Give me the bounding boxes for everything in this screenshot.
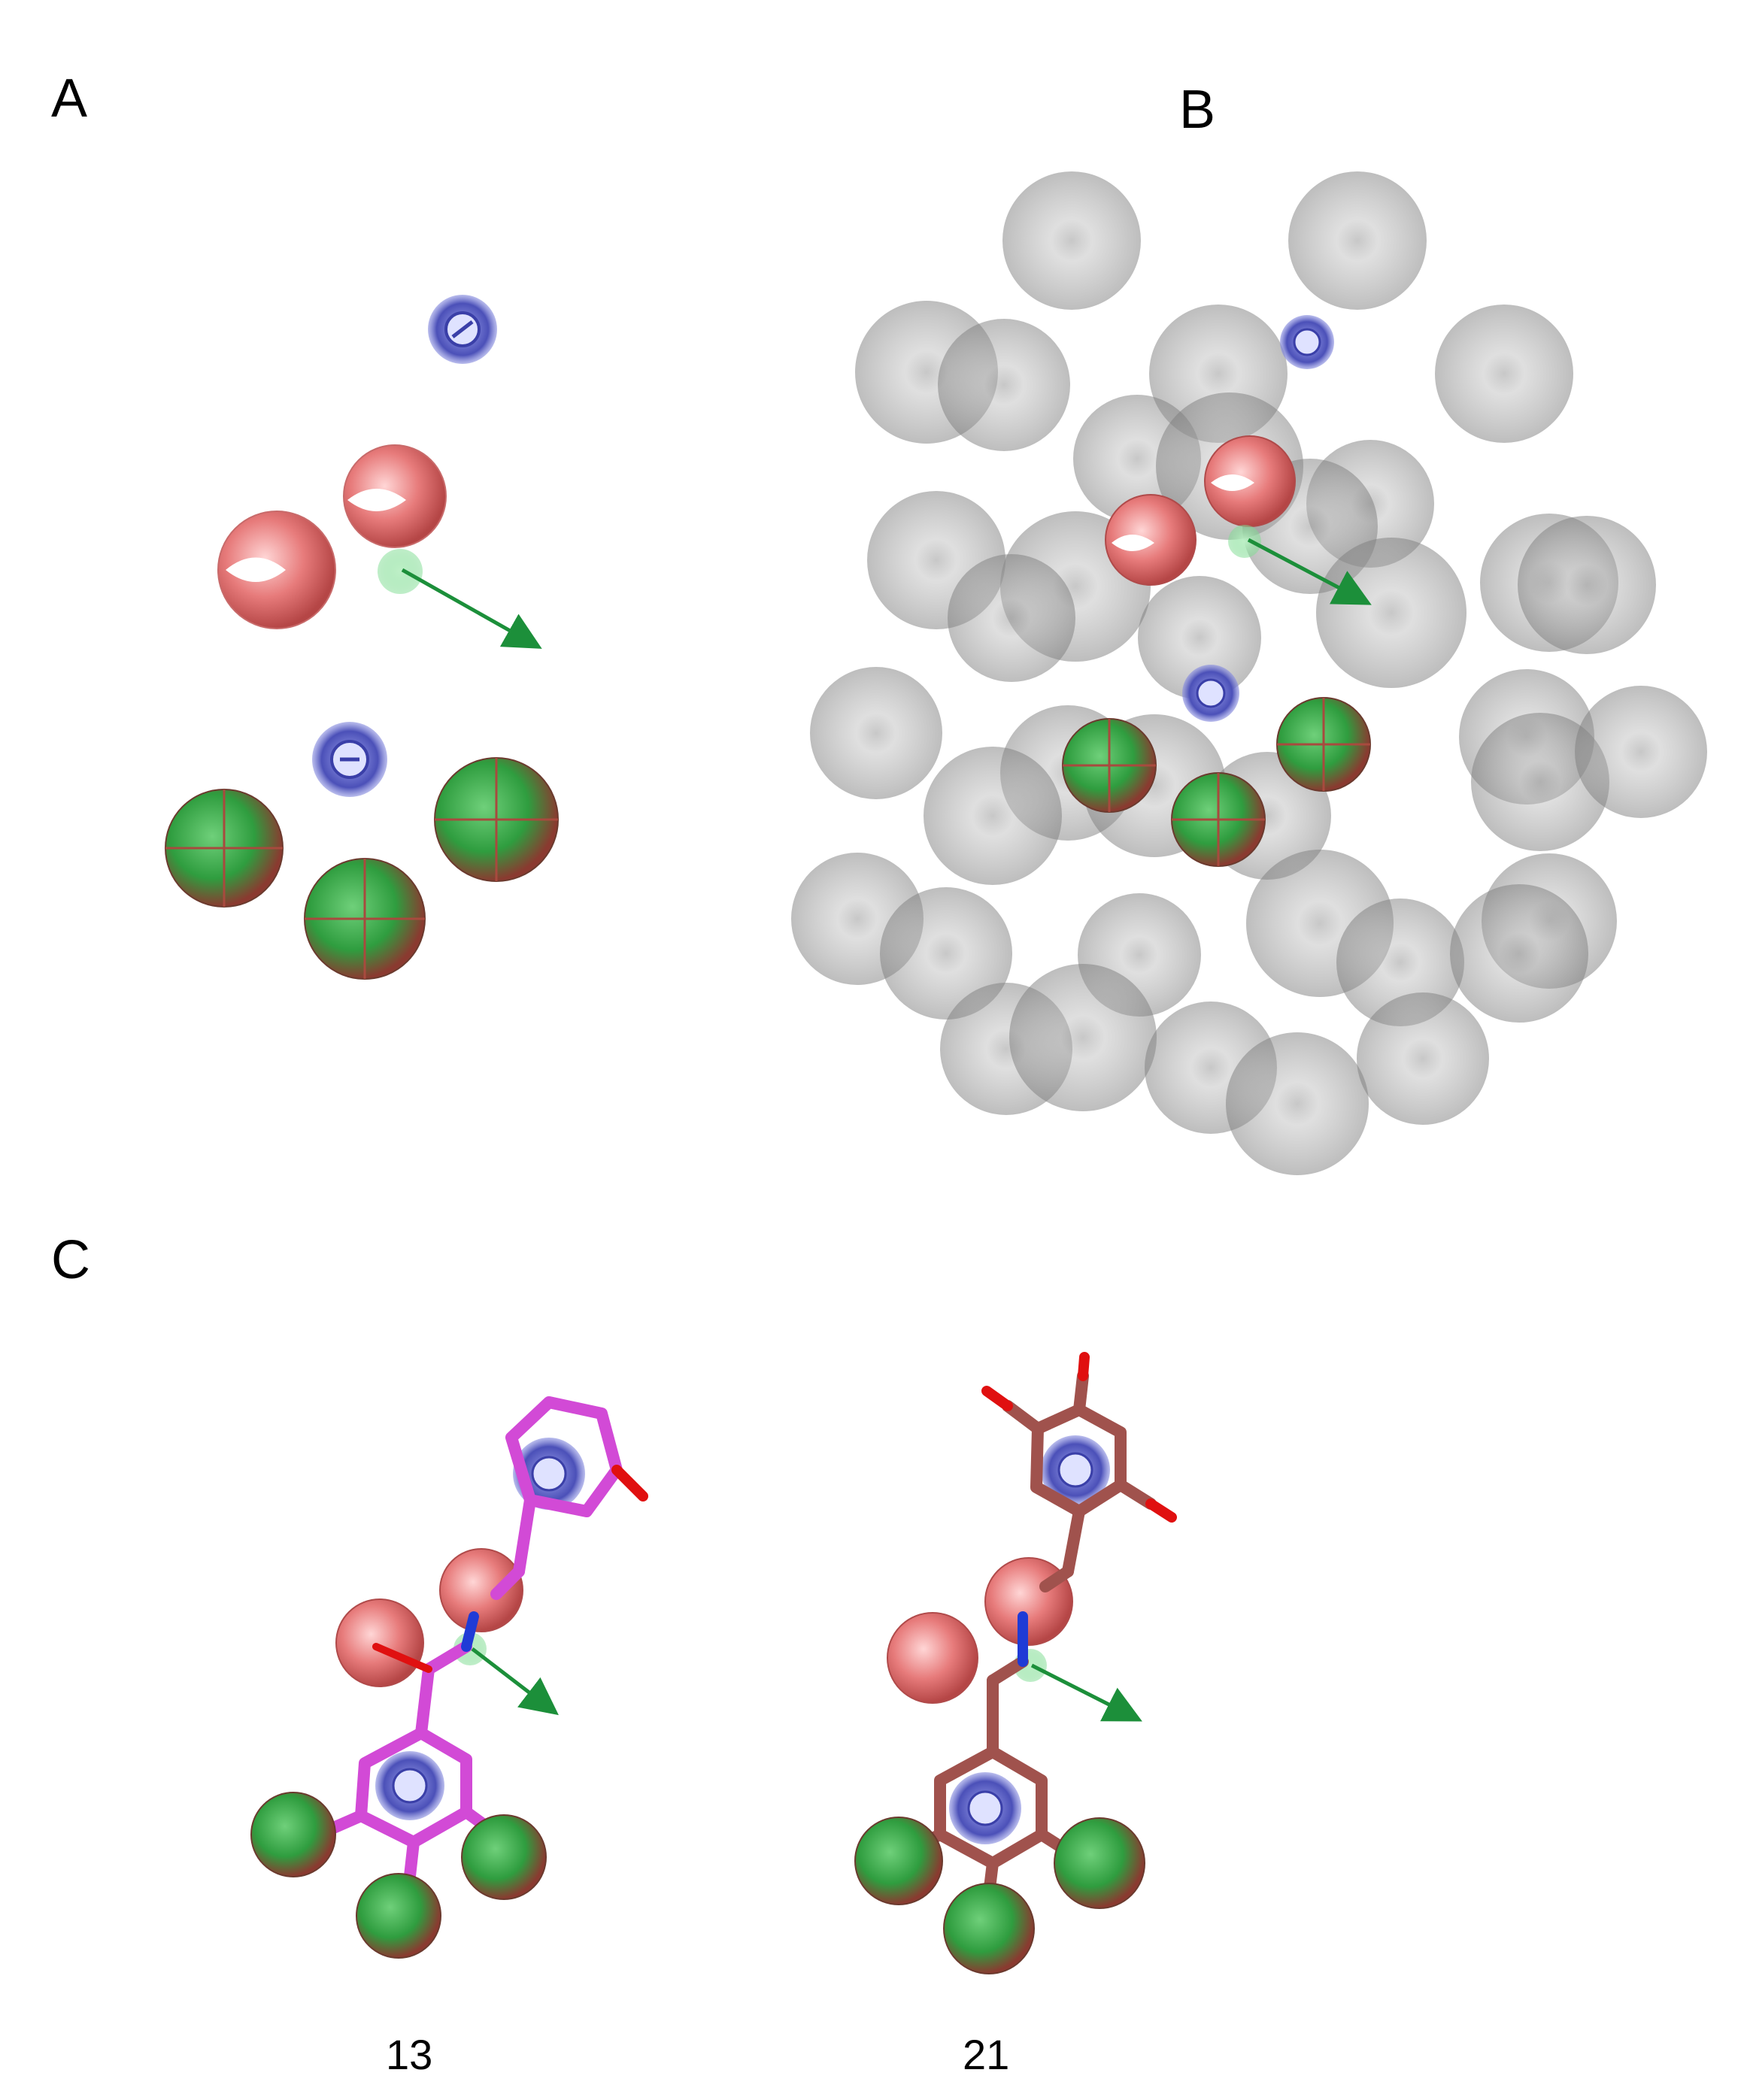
hbond-acceptor-feature bbox=[439, 1548, 523, 1632]
panel-a-pharmacophore bbox=[165, 295, 559, 980]
panel-b-pharmacophore-with-excluded-volumes bbox=[791, 171, 1707, 1175]
aromatic-ring-feature bbox=[1280, 315, 1334, 369]
donor-direction-arrow bbox=[401, 568, 542, 649]
compound-label-21: 21 bbox=[963, 2031, 1010, 2078]
hydrophobic-feature bbox=[434, 757, 559, 882]
compound-13-aligned bbox=[250, 1396, 648, 1959]
hydrophobic-feature bbox=[165, 789, 284, 908]
compound-label-13: 13 bbox=[386, 2031, 433, 2078]
aromatic-ring-feature bbox=[1182, 665, 1239, 722]
hbond-acceptor-feature bbox=[887, 1612, 978, 1704]
hydrophobic-feature bbox=[854, 1817, 943, 1905]
hydrophobic-feature bbox=[1171, 772, 1266, 867]
panel-label-b: B bbox=[1179, 80, 1216, 140]
hbond-donor-feature bbox=[1228, 525, 1261, 558]
hbond-acceptor-feature bbox=[343, 444, 447, 548]
donor-direction-arrow bbox=[1247, 538, 1372, 605]
hbond-acceptor-feature bbox=[1105, 494, 1197, 586]
hydrophobic-feature bbox=[943, 1883, 1035, 1974]
hydrophobic-feature bbox=[461, 1814, 547, 1900]
hydrophobic-feature bbox=[1276, 697, 1371, 792]
panel-label-c: C bbox=[51, 1230, 90, 1290]
donor-direction-arrow bbox=[471, 1647, 559, 1716]
aromatic-ring-feature bbox=[428, 295, 497, 364]
hydrophobic-feature bbox=[1062, 718, 1157, 813]
hbond-acceptor-feature bbox=[335, 1598, 424, 1687]
compound-21-aligned bbox=[854, 1352, 1177, 1974]
hydrophobic-feature bbox=[304, 858, 426, 980]
ligand-21-bonds bbox=[896, 1370, 1157, 1931]
hydrophobic-feature bbox=[356, 1873, 441, 1959]
hydrophobic-feature bbox=[1054, 1817, 1145, 1909]
excluded-volume-spheres bbox=[791, 171, 1707, 1175]
aromatic-ring-feature bbox=[312, 722, 387, 797]
donor-direction-arrow bbox=[1030, 1663, 1142, 1722]
hydrophobic-feature bbox=[250, 1792, 336, 1877]
hbond-donor-feature bbox=[378, 549, 423, 594]
hbond-acceptor-feature bbox=[1204, 435, 1296, 527]
hbond-acceptor-feature bbox=[217, 511, 336, 629]
panel-label-a: A bbox=[51, 68, 88, 129]
